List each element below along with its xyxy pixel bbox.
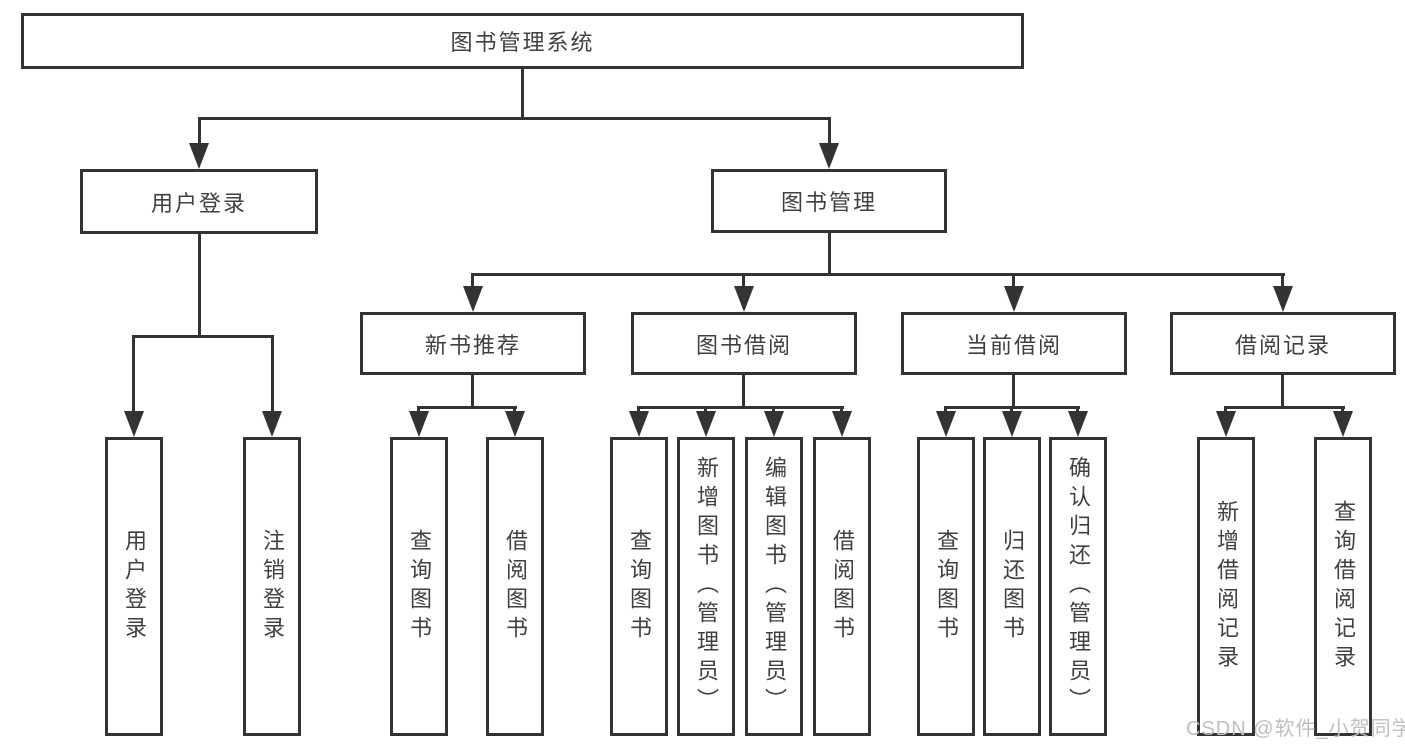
node-book-borrowing-label: 图书借阅 <box>695 332 792 358</box>
leaf-user-login: 用户登录 <box>105 437 163 736</box>
arrow-down-icon <box>819 143 839 169</box>
arrow-down-icon <box>629 411 649 437</box>
leaf-add-book-admin: 新增图书（管理员） <box>677 437 735 736</box>
node-new-book-recommend: 新书推荐 <box>360 312 586 375</box>
connector-to-leaf <box>417 406 420 415</box>
leaf-add-book-admin-label: 新增图书（管理员） <box>694 456 719 717</box>
arrow-down-icon <box>1068 411 1088 437</box>
leaf-confirm-return-admin-label: 确认归还（管理员） <box>1066 456 1091 717</box>
connector-to-leaf <box>944 406 947 415</box>
arrow-down-icon <box>409 411 429 437</box>
leaf-edit-book-admin-label: 编辑图书（管理员） <box>762 456 787 717</box>
leaf-query-borrow-record-label: 查询借阅记录 <box>1331 499 1356 674</box>
leaf-borrow-books-borrowing-label: 借阅图书 <box>830 528 855 645</box>
connector-to-leaf <box>1341 406 1344 415</box>
connector-to-leaf <box>637 406 640 415</box>
leaf-logout: 注销登录 <box>243 437 301 736</box>
connector-to-leaf <box>513 406 516 415</box>
arrow-down-icon <box>734 286 754 312</box>
connector-to-leaf <box>1076 406 1079 415</box>
connector-new-book-stem <box>471 375 474 408</box>
arrow-down-icon <box>189 143 209 169</box>
leaf-confirm-return-admin: 确认归还（管理员） <box>1049 437 1107 736</box>
leaf-user-login-label: 用户登录 <box>122 528 147 645</box>
node-borrowing-records: 借阅记录 <box>1170 312 1396 375</box>
connector-to-leaf <box>704 406 707 415</box>
node-user-login-label: 用户登录 <box>150 190 247 216</box>
leaf-return-books: 归还图书 <box>983 437 1041 736</box>
arrow-down-icon <box>764 411 784 437</box>
node-current-borrowing-label: 当前借阅 <box>965 332 1062 358</box>
connector-user-login-stem <box>198 234 201 337</box>
connector-borrowing-records-branch <box>1224 406 1345 409</box>
connector-to-borrowing-records <box>1281 273 1284 288</box>
connector-to-leaf <box>1224 406 1227 415</box>
node-new-book-recommend-label: 新书推荐 <box>424 332 521 358</box>
node-book-management: 图书管理 <box>711 169 947 233</box>
leaf-borrow-books-recommend-label: 借阅图书 <box>503 528 528 645</box>
arrow-down-icon <box>936 411 956 437</box>
node-root: 图书管理系统 <box>21 13 1024 69</box>
csdn-watermark: CSDN @软件_小贺同学 <box>1186 718 1405 740</box>
connector-book-management-stem <box>828 233 831 275</box>
leaf-borrow-books-recommend: 借阅图书 <box>486 437 544 736</box>
arrow-down-icon <box>463 286 483 312</box>
arrow-down-icon <box>1333 411 1353 437</box>
connector-to-book-borrowing <box>742 273 745 288</box>
leaf-logout-label: 注销登录 <box>260 528 285 645</box>
leaf-query-books-current-label: 查询图书 <box>934 528 959 645</box>
node-current-borrowing: 当前借阅 <box>901 312 1127 375</box>
connector-book-borrowing-stem <box>742 375 745 408</box>
connector-to-leaf <box>1010 406 1013 415</box>
connector-to-leaf-logout <box>271 335 274 413</box>
arrow-down-icon <box>505 411 525 437</box>
arrow-down-icon <box>1002 411 1022 437</box>
leaf-query-books-current: 查询图书 <box>917 437 975 736</box>
arrow-down-icon <box>1273 286 1293 312</box>
connector-to-leaf <box>772 406 775 415</box>
node-borrowing-records-label: 借阅记录 <box>1234 332 1331 358</box>
connector-to-leaf-user-login <box>132 335 135 413</box>
connector-book-management-branch <box>471 273 1285 276</box>
connector-to-current-borrowing <box>1012 273 1015 288</box>
connector-root-branch <box>198 117 830 120</box>
arrow-down-icon <box>1216 411 1236 437</box>
leaf-query-books-recommend-label: 查询图书 <box>407 528 432 645</box>
leaf-edit-book-admin: 编辑图书（管理员） <box>745 437 803 736</box>
connector-to-user-login <box>198 117 201 145</box>
connector-current-borrowing-stem <box>1012 375 1015 408</box>
connector-user-login-branch <box>132 335 274 338</box>
connector-root-stem <box>521 69 524 120</box>
leaf-add-borrow-record-label: 新增借阅记录 <box>1214 499 1239 674</box>
leaf-return-books-label: 归还图书 <box>1000 528 1025 645</box>
connector-borrowing-records-stem <box>1281 375 1284 408</box>
connector-to-new-book-recommend <box>471 273 474 288</box>
node-book-borrowing: 图书借阅 <box>631 312 857 375</box>
leaf-query-borrow-record: 查询借阅记录 <box>1314 437 1372 736</box>
connector-to-leaf <box>840 406 843 415</box>
node-user-login: 用户登录 <box>80 169 318 234</box>
connector-to-book-management <box>828 117 831 145</box>
leaf-query-books-borrowing: 查询图书 <box>610 437 668 736</box>
arrow-down-icon <box>124 411 144 437</box>
node-root-label: 图书管理系统 <box>450 30 595 55</box>
connector-new-book-branch <box>417 406 517 409</box>
leaf-query-books-borrowing-label: 查询图书 <box>627 528 652 645</box>
leaf-add-borrow-record: 新增借阅记录 <box>1197 437 1255 736</box>
arrow-down-icon <box>696 411 716 437</box>
node-book-management-label: 图书管理 <box>780 190 877 215</box>
arrow-down-icon <box>262 411 282 437</box>
connector-book-borrowing-branch <box>637 406 844 409</box>
leaf-borrow-books-borrowing: 借阅图书 <box>813 437 871 736</box>
arrow-down-icon <box>832 411 852 437</box>
leaf-query-books-recommend: 查询图书 <box>390 437 448 736</box>
arrow-down-icon <box>1004 286 1024 312</box>
